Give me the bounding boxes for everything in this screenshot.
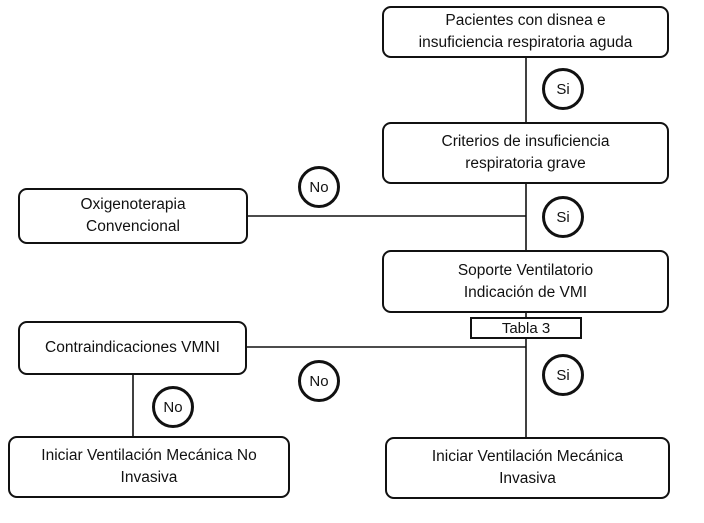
- node-vmi: Iniciar Ventilación Mecánica Invasiva: [385, 437, 670, 499]
- decision-si-2: Si: [542, 196, 584, 238]
- node-contraindicaciones: Contraindicaciones VMNI: [18, 321, 247, 375]
- decision-si-3: Si: [542, 354, 584, 396]
- node-soporte-line1: Soporte Ventilatorio: [457, 261, 594, 279]
- tabla-3-tag: Tabla 3: [470, 317, 582, 339]
- node-vmni: Iniciar Ventilación Mecánica No Invasiva: [8, 436, 290, 498]
- node-oxigenoterapia-line1: Oxigenoterapia: [80, 196, 186, 214]
- decision-no-1: No: [298, 166, 340, 208]
- node-oxigenoterapia-line2: Convencional: [86, 218, 180, 235]
- node-vmi-line2: Invasiva: [499, 470, 556, 487]
- node-oxigenoterapia: Oxigenoterapia Convencional: [18, 188, 248, 244]
- node-criterios: Criterios de insuficiencia respiratoria …: [382, 122, 669, 184]
- node-soporte-line2: Indicación de VMI: [463, 283, 588, 301]
- node-soporte: Soporte Ventilatorio Indicación de VMI: [382, 250, 669, 313]
- node-vmni-line1: Iniciar Ventilación Mecánica No: [41, 447, 257, 465]
- node-criterios-line1: Criterios de insuficiencia: [441, 133, 610, 151]
- decision-si-1: Si: [542, 68, 584, 110]
- decision-no-2: No: [298, 360, 340, 402]
- node-criterios-line2: respiratoria grave: [465, 155, 586, 172]
- node-pacientes-line2: insuficiencia respiratoria aguda: [418, 34, 633, 51]
- node-vmni-line2: Invasiva: [120, 469, 178, 486]
- decision-no-3: No: [152, 386, 194, 428]
- node-contraindicaciones-line1: Contraindicaciones VMNI: [45, 339, 220, 357]
- node-vmi-line1: Iniciar Ventilación Mecánica: [431, 448, 624, 466]
- node-pacientes-line1: Pacientes con disnea e: [445, 12, 606, 30]
- node-pacientes: Pacientes con disnea e insuficiencia res…: [382, 6, 669, 58]
